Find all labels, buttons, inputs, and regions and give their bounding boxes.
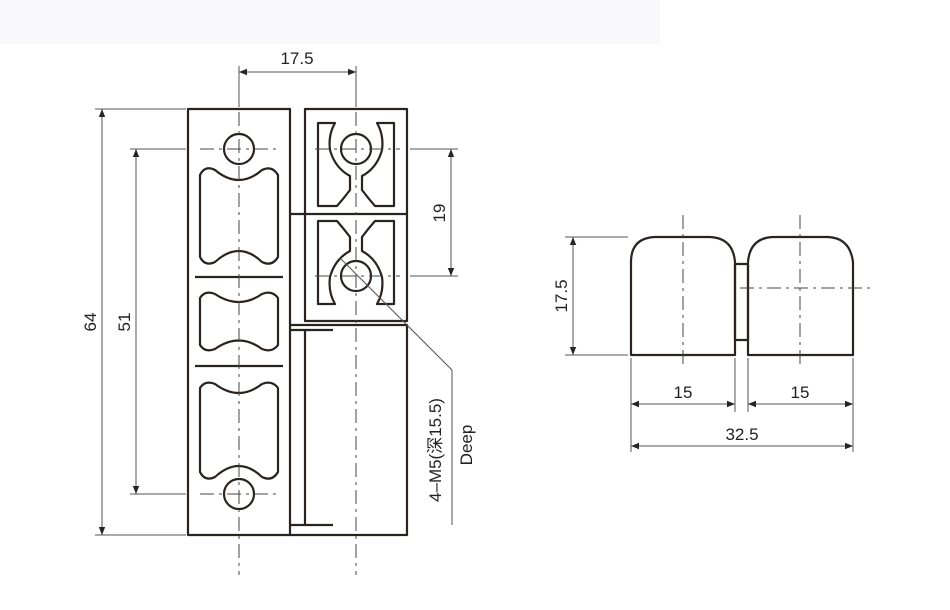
- thread-callout: 4–M5(深15.5): [426, 398, 445, 502]
- dim-side-total-width: 32.5: [725, 425, 758, 444]
- dim-side-left-width: 15: [674, 383, 693, 402]
- pocket-top: [198, 167, 280, 265]
- top-fade-band: [0, 0, 660, 44]
- cell-upper-right: [360, 121, 396, 208]
- side-left-knuckle: [629, 235, 737, 357]
- dim-hole-spacing: 51: [115, 313, 134, 332]
- dim-front-top-width: 17.5: [280, 49, 313, 68]
- dim-side-height: 17.5: [552, 279, 571, 312]
- cell-lower-left: [316, 219, 352, 306]
- front-view: 17.5 64 51 19 4–M5(深15.5) Deep: [81, 49, 476, 575]
- right-lower-body: [290, 323, 409, 537]
- dim-overall-height: 64: [81, 313, 100, 332]
- cell-lower-right: [360, 219, 396, 306]
- pocket-middle: [198, 291, 280, 352]
- left-leaf-outline: [186, 107, 292, 537]
- side-pin: [733, 262, 750, 342]
- dim-hole-pitch-right: 19: [430, 204, 449, 223]
- side-right-knuckle: [746, 235, 855, 357]
- pocket-bottom: [198, 381, 280, 480]
- side-view: 17.5 15 15 32.5: [552, 215, 872, 452]
- deep-label: Deep: [457, 425, 476, 466]
- cell-upper-left: [316, 121, 352, 208]
- dim-side-right-width: 15: [791, 383, 810, 402]
